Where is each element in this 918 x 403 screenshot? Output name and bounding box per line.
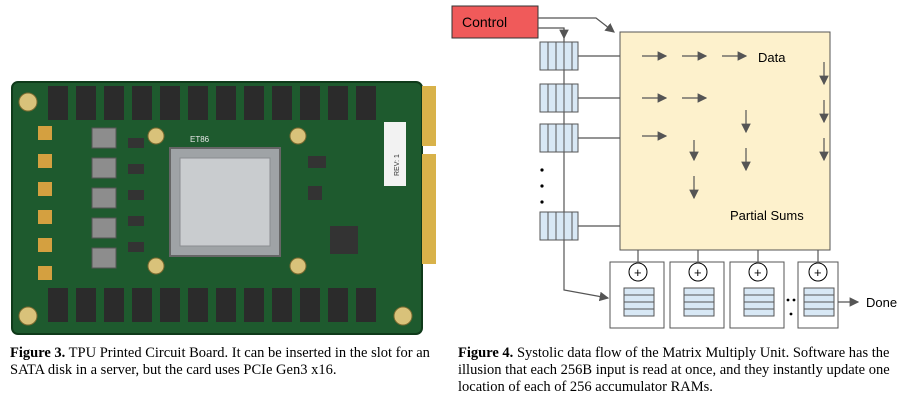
accumulator-group: + bbox=[609, 261, 665, 329]
input-queue bbox=[539, 211, 579, 241]
input-queue bbox=[539, 83, 579, 113]
dram-row-top bbox=[48, 86, 376, 120]
figure-3-label: Figure 3. bbox=[10, 345, 66, 361]
partial-sum-arrows bbox=[689, 62, 829, 200]
systolic-dataflow-diagram: Control Data Partial Sums bbox=[451, 5, 897, 329]
control-box bbox=[451, 5, 539, 39]
figure-4-caption: Figure 4. Systolic data flow of the Matr… bbox=[458, 345, 913, 396]
pcb-photo: ET86 REV: 1 bbox=[11, 81, 436, 335]
mounting-hole bbox=[147, 127, 165, 145]
mounting-hole bbox=[147, 257, 165, 275]
svg-text:+: + bbox=[754, 265, 762, 280]
control-label: Control bbox=[462, 14, 507, 30]
svg-text:+: + bbox=[634, 265, 642, 280]
accumulator-group: + bbox=[729, 261, 785, 329]
partial-sums-label: Partial Sums bbox=[730, 208, 804, 223]
figure-3-caption: Figure 3. TPU Printed Circuit Board. It … bbox=[10, 345, 440, 379]
mounting-hole bbox=[18, 306, 38, 326]
rev-label-sticker bbox=[384, 122, 406, 186]
rev-marking: REV: 1 bbox=[394, 154, 401, 176]
pcie-edge-connector bbox=[422, 86, 436, 264]
mounting-hole bbox=[289, 257, 307, 275]
svg-text:+: + bbox=[814, 265, 822, 280]
figure-3-caption-text: TPU Printed Circuit Board. It can be ins… bbox=[10, 345, 430, 378]
input-queue bbox=[539, 41, 579, 71]
svg-text:+: + bbox=[694, 265, 702, 280]
mounting-hole bbox=[18, 92, 38, 112]
control-wires bbox=[538, 17, 615, 302]
tpu-die bbox=[179, 157, 271, 247]
done-label: Done bbox=[866, 295, 897, 310]
dram-row-bottom bbox=[48, 288, 376, 322]
inductor-column bbox=[91, 127, 117, 269]
chip-marking: ET86 bbox=[190, 135, 210, 144]
figure-4-caption-text: Systolic data flow of the Matrix Multipl… bbox=[458, 345, 890, 395]
small-chips bbox=[128, 138, 358, 254]
accumulator-group: + bbox=[669, 261, 725, 329]
input-queue bbox=[539, 123, 579, 153]
figure-4-label: Figure 4. bbox=[458, 345, 514, 361]
data-flow-arrows bbox=[642, 51, 748, 141]
matrix-multiply-unit bbox=[619, 31, 831, 251]
mounting-hole bbox=[289, 127, 307, 145]
accumulator-dots bbox=[786, 298, 796, 316]
sum-to-accumulator-links bbox=[637, 250, 819, 263]
accumulator-group: + bbox=[797, 261, 839, 329]
ellipsis-dots bbox=[540, 168, 544, 204]
queue-links bbox=[578, 55, 620, 227]
mounting-hole bbox=[393, 306, 413, 326]
capacitor-column bbox=[38, 126, 52, 280]
data-label: Data bbox=[758, 50, 786, 65]
